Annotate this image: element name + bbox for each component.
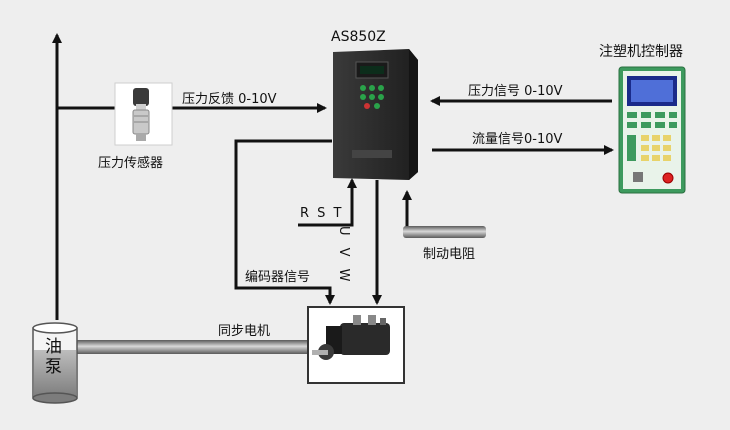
pressure-signal-label: 压力信号 0-10V — [468, 84, 563, 99]
rst-line — [298, 178, 357, 227]
sensor-label: 压力传感器 — [98, 156, 164, 171]
controller-label: 注塑机控制器 — [599, 44, 683, 60]
oil-pump — [32, 322, 78, 404]
drive-unit-image — [333, 49, 418, 180]
pump-label-line2: 泵 — [45, 357, 62, 377]
brake-resistor-label: 制动电阻 — [423, 247, 476, 262]
pump-pipe — [75, 340, 311, 354]
drive-model-label: AS850Z — [331, 29, 386, 45]
flow-signal-label: 流量信号0-10V — [472, 132, 563, 147]
controller-image — [618, 66, 686, 194]
pressure-sensor-image — [114, 82, 173, 146]
encoder-signal-line — [234, 139, 335, 305]
sync-motor-image — [307, 306, 405, 384]
pressure-feedback-label: 压力反馈 0-10V — [182, 92, 277, 107]
rst-label: R S T — [300, 206, 344, 221]
brake-resistor — [403, 226, 486, 238]
pump-label-line1: 油 — [45, 337, 62, 357]
uvw-label: U V W — [336, 226, 351, 286]
encoder-signal-label: 编码器信号 — [245, 270, 311, 285]
sync-motor-label: 同步电机 — [218, 324, 271, 339]
